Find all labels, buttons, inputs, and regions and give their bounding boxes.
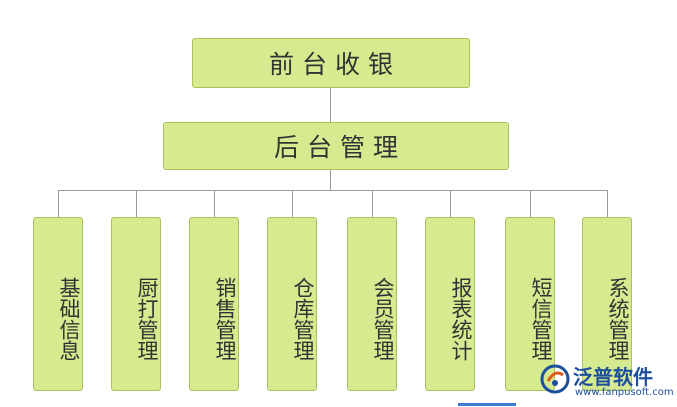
connector-leaf-7: [607, 190, 608, 217]
connector-root-middle: [330, 88, 331, 122]
connector-leaf-3: [292, 190, 293, 217]
connector-leaf-5: [450, 190, 451, 217]
watermark-brand: 泛普软件: [573, 365, 653, 389]
connector-leaf-6: [530, 190, 531, 217]
connector-leaf-0: [58, 190, 59, 217]
bottom-accent-bar: [458, 403, 516, 406]
fanpu-logo-icon: [539, 363, 571, 399]
connector-leaf-2: [214, 190, 215, 217]
connector-leaf-4: [372, 190, 373, 217]
node-leaf-sms: 短信管理: [505, 217, 555, 391]
node-leaf-kitchen-print: 厨打管理: [111, 217, 161, 391]
node-leaf-member: 会员管理: [347, 217, 397, 391]
node-middle: 后台管理: [163, 122, 509, 170]
node-root: 前台收银: [192, 38, 470, 88]
watermark-url: www.fanpusoft.com: [575, 387, 674, 398]
watermark: 泛普软件 www.fanpusoft.com: [539, 361, 674, 403]
connector-middle-bus: [330, 170, 331, 190]
node-leaf-system: 系统管理: [582, 217, 632, 391]
node-leaf-report: 报表统计: [425, 217, 475, 391]
node-leaf-basic-info: 基础信息: [33, 217, 83, 391]
node-leaf-warehouse: 仓库管理: [267, 217, 317, 391]
node-leaf-sales: 销售管理: [189, 217, 239, 391]
connector-bus: [58, 190, 607, 191]
connector-leaf-1: [136, 190, 137, 217]
